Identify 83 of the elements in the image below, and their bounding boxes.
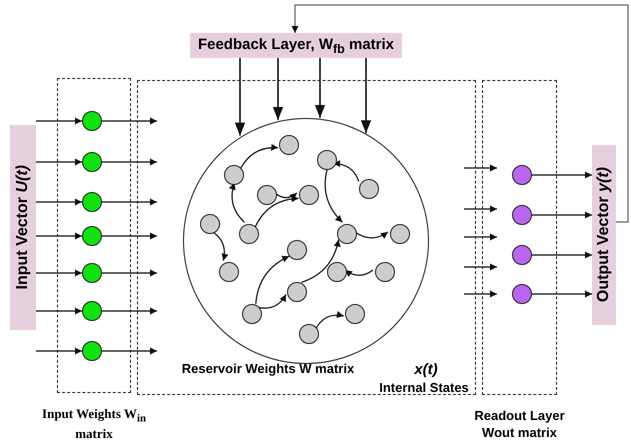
arrow	[36, 270, 82, 276]
arrow	[102, 348, 157, 354]
feedback-arrow	[292, 4, 629, 223]
arrow	[102, 270, 157, 276]
reservoir-neuron	[219, 262, 239, 282]
vector-box	[592, 145, 616, 325]
reservoir-neuron	[279, 135, 299, 155]
box-label: Feedback Layer, W$_{fb}$ matrix	[198, 36, 394, 56]
arrow	[333, 160, 360, 182]
reservoir-circle	[183, 118, 429, 364]
arrow	[532, 212, 592, 218]
input-neuron	[82, 341, 102, 361]
box-label: Input Vector U(t)	[14, 165, 32, 290]
reservoir-neuron	[317, 150, 337, 170]
input-neuron	[82, 192, 102, 212]
arrow	[314, 58, 326, 118]
arrow	[360, 58, 372, 134]
reservoir-neuron	[287, 282, 307, 302]
layer-title: Internal States	[378, 380, 470, 397]
reservoir-neuron	[242, 304, 262, 324]
arrow	[234, 58, 246, 136]
arrow	[36, 118, 82, 124]
readout-neuron	[512, 245, 532, 265]
reservoir-neuron	[375, 262, 395, 282]
reservoir-neuron	[299, 324, 319, 344]
reservoir-neuron	[390, 224, 410, 244]
arrow	[102, 158, 157, 166]
readout-neuron	[512, 165, 532, 185]
arrow	[240, 144, 278, 168]
arrow	[102, 118, 157, 124]
readout-neuron	[512, 205, 532, 225]
arrow	[316, 311, 344, 328]
arrow	[36, 158, 82, 166]
arrow	[36, 348, 82, 354]
arrow	[464, 234, 497, 240]
reservoir-neuron	[257, 185, 277, 205]
reservoir-neuron	[299, 185, 319, 205]
input-neuron	[82, 301, 102, 321]
arrow	[36, 198, 82, 206]
reservoir-neuron	[337, 224, 357, 244]
reservoir-neuron	[345, 304, 365, 324]
layer-title: Readout Layer Wout matrix	[473, 408, 566, 442]
arrow	[532, 172, 592, 178]
state-symbol: x(t)	[413, 360, 439, 380]
vector-box	[10, 125, 36, 330]
layer-title: Reservoir Weights W matrix	[180, 361, 356, 378]
arrow	[274, 192, 298, 200]
arrow	[229, 182, 245, 223]
arrow	[324, 168, 343, 223]
arrow	[102, 308, 157, 314]
reservoir-neuron	[287, 240, 307, 260]
arrow	[211, 230, 228, 261]
readout-neuron	[512, 284, 532, 304]
arrow	[464, 206, 497, 212]
arrow	[258, 294, 287, 309]
box-label: Output Vector y(t)	[595, 167, 613, 303]
arrow	[532, 252, 592, 258]
arrow	[344, 270, 374, 277]
input-neuron	[82, 226, 102, 246]
arrow	[464, 164, 497, 172]
reservoir-neuron	[239, 224, 259, 244]
reservoir-neuron	[224, 165, 244, 185]
arrow	[36, 232, 82, 240]
arrow	[255, 256, 290, 304]
dashed-layer-box	[137, 80, 476, 395]
arrow	[464, 264, 497, 270]
arrow	[254, 195, 299, 227]
arrow	[464, 290, 497, 298]
layer-title: Input Weights W$_{in}$ matrix	[41, 406, 147, 443]
reservoir-neuron	[200, 214, 220, 234]
arrow	[532, 290, 592, 298]
reservoir-neuron	[359, 179, 379, 199]
arrow	[301, 239, 340, 283]
arrow	[102, 232, 157, 240]
input-neuron	[82, 263, 102, 283]
arrow	[36, 308, 82, 314]
arrow	[272, 58, 284, 120]
feedback-layer-box	[190, 33, 402, 58]
input-neuron	[82, 152, 102, 172]
arrow	[354, 232, 388, 239]
arrow	[102, 198, 157, 206]
reservoir-neuron	[327, 262, 347, 282]
input-neuron	[82, 111, 102, 131]
